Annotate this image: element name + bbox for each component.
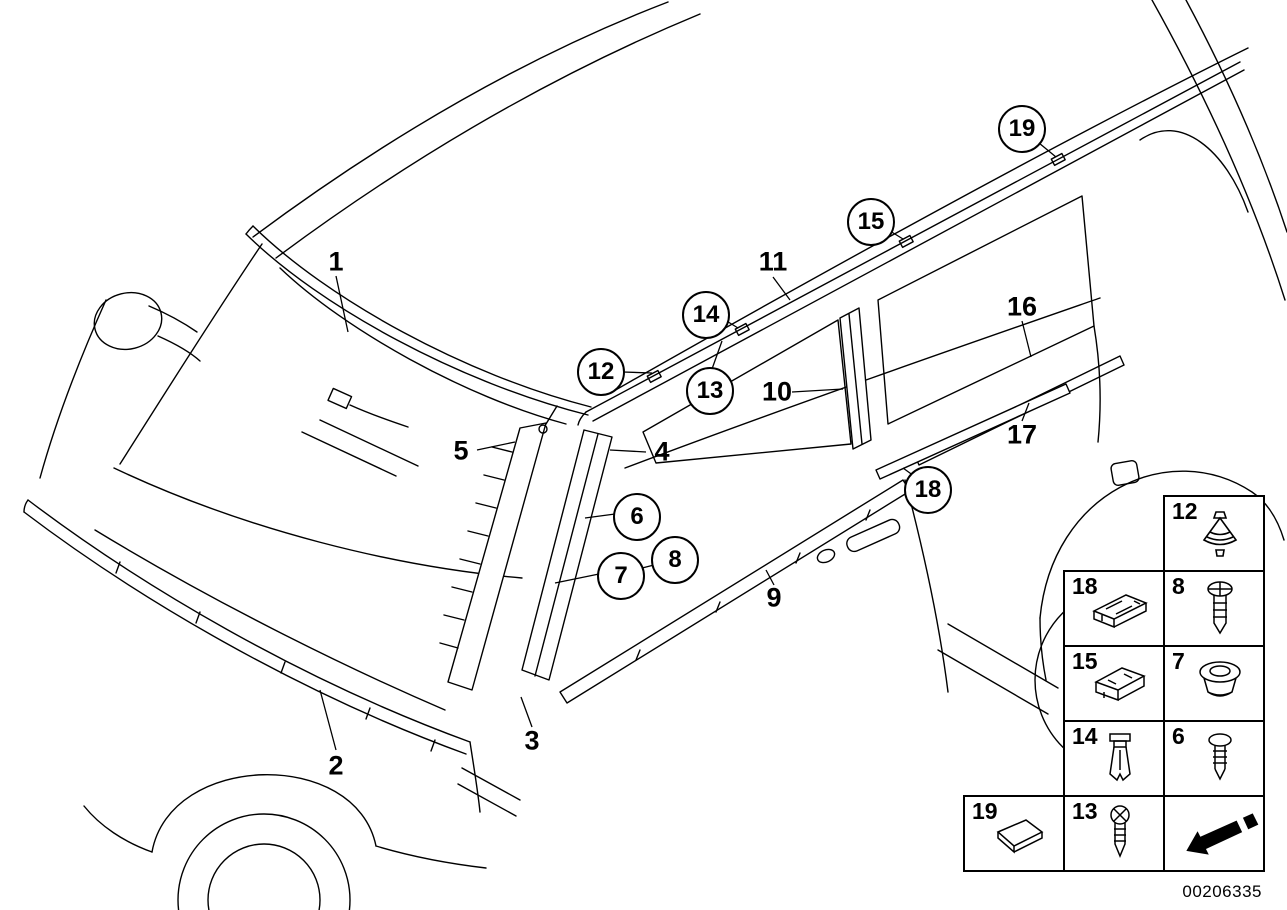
legend-cell-13[interactable]: 13 — [1063, 795, 1165, 872]
callout-4[interactable]: 4 — [654, 436, 670, 467]
callout-9[interactable]: 9 — [766, 582, 782, 613]
tapping-screw-icon — [1065, 797, 1163, 870]
adhesive-pad-icon — [965, 797, 1063, 870]
direction-arrow-icon — [1165, 797, 1263, 870]
callout-14[interactable]: 14 — [682, 291, 730, 339]
callout-16[interactable]: 16 — [1006, 291, 1038, 322]
legend-number: 7 — [1172, 648, 1185, 674]
callout-18[interactable]: 18 — [904, 466, 952, 514]
legend-cell-8[interactable]: 8 — [1163, 570, 1265, 647]
callout-17[interactable]: 17 — [1006, 419, 1038, 450]
callout-13[interactable]: 13 — [686, 367, 734, 415]
callout-10[interactable]: 10 — [761, 376, 793, 407]
plastic-rivet-icon — [1165, 722, 1263, 795]
callout-5[interactable]: 5 — [453, 435, 469, 466]
expanding-clip-icon — [1165, 497, 1263, 570]
legend-number: 12 — [1172, 498, 1198, 524]
callout-11[interactable]: 11 — [758, 246, 788, 277]
callout-15[interactable]: 15 — [847, 198, 895, 246]
callout-8[interactable]: 8 — [651, 536, 699, 584]
legend-number: 19 — [972, 798, 998, 824]
legend-cell-14[interactable]: 14 — [1063, 720, 1165, 797]
legend-number: 14 — [1072, 723, 1098, 749]
legend-cell-19[interactable]: 19 — [963, 795, 1065, 872]
callout-19[interactable]: 19 — [998, 105, 1046, 153]
legend-number: 18 — [1072, 573, 1098, 599]
callout-7[interactable]: 7 — [597, 552, 645, 600]
pan-head-screw-icon — [1165, 572, 1263, 645]
legend-cell-6[interactable]: 6 — [1163, 720, 1265, 797]
callout-6[interactable]: 6 — [613, 493, 661, 541]
clamp-bracket-icon — [1065, 572, 1163, 645]
callout-1[interactable]: 1 — [328, 246, 344, 277]
legend-cell-18[interactable]: 18 — [1063, 570, 1165, 647]
legend-number: 6 — [1172, 723, 1185, 749]
legend-cell-7[interactable]: 7 — [1163, 645, 1265, 722]
expanding-rivet-icon — [1065, 722, 1163, 795]
legend-number: 13 — [1072, 798, 1098, 824]
grommet-icon — [1165, 647, 1263, 720]
image-code: 00206335 — [1182, 882, 1262, 901]
legend-cell-arrow[interactable] — [1163, 795, 1265, 872]
callout-2[interactable]: 2 — [328, 750, 344, 781]
mounting-clip-icon — [1065, 647, 1163, 720]
callout-12[interactable]: 12 — [577, 348, 625, 396]
legend-cell-12[interactable]: 12 — [1163, 495, 1265, 572]
legend-cell-15[interactable]: 15 — [1063, 645, 1165, 722]
legend-number: 15 — [1072, 648, 1098, 674]
callout-3[interactable]: 3 — [524, 725, 540, 756]
legend-number: 8 — [1172, 573, 1185, 599]
